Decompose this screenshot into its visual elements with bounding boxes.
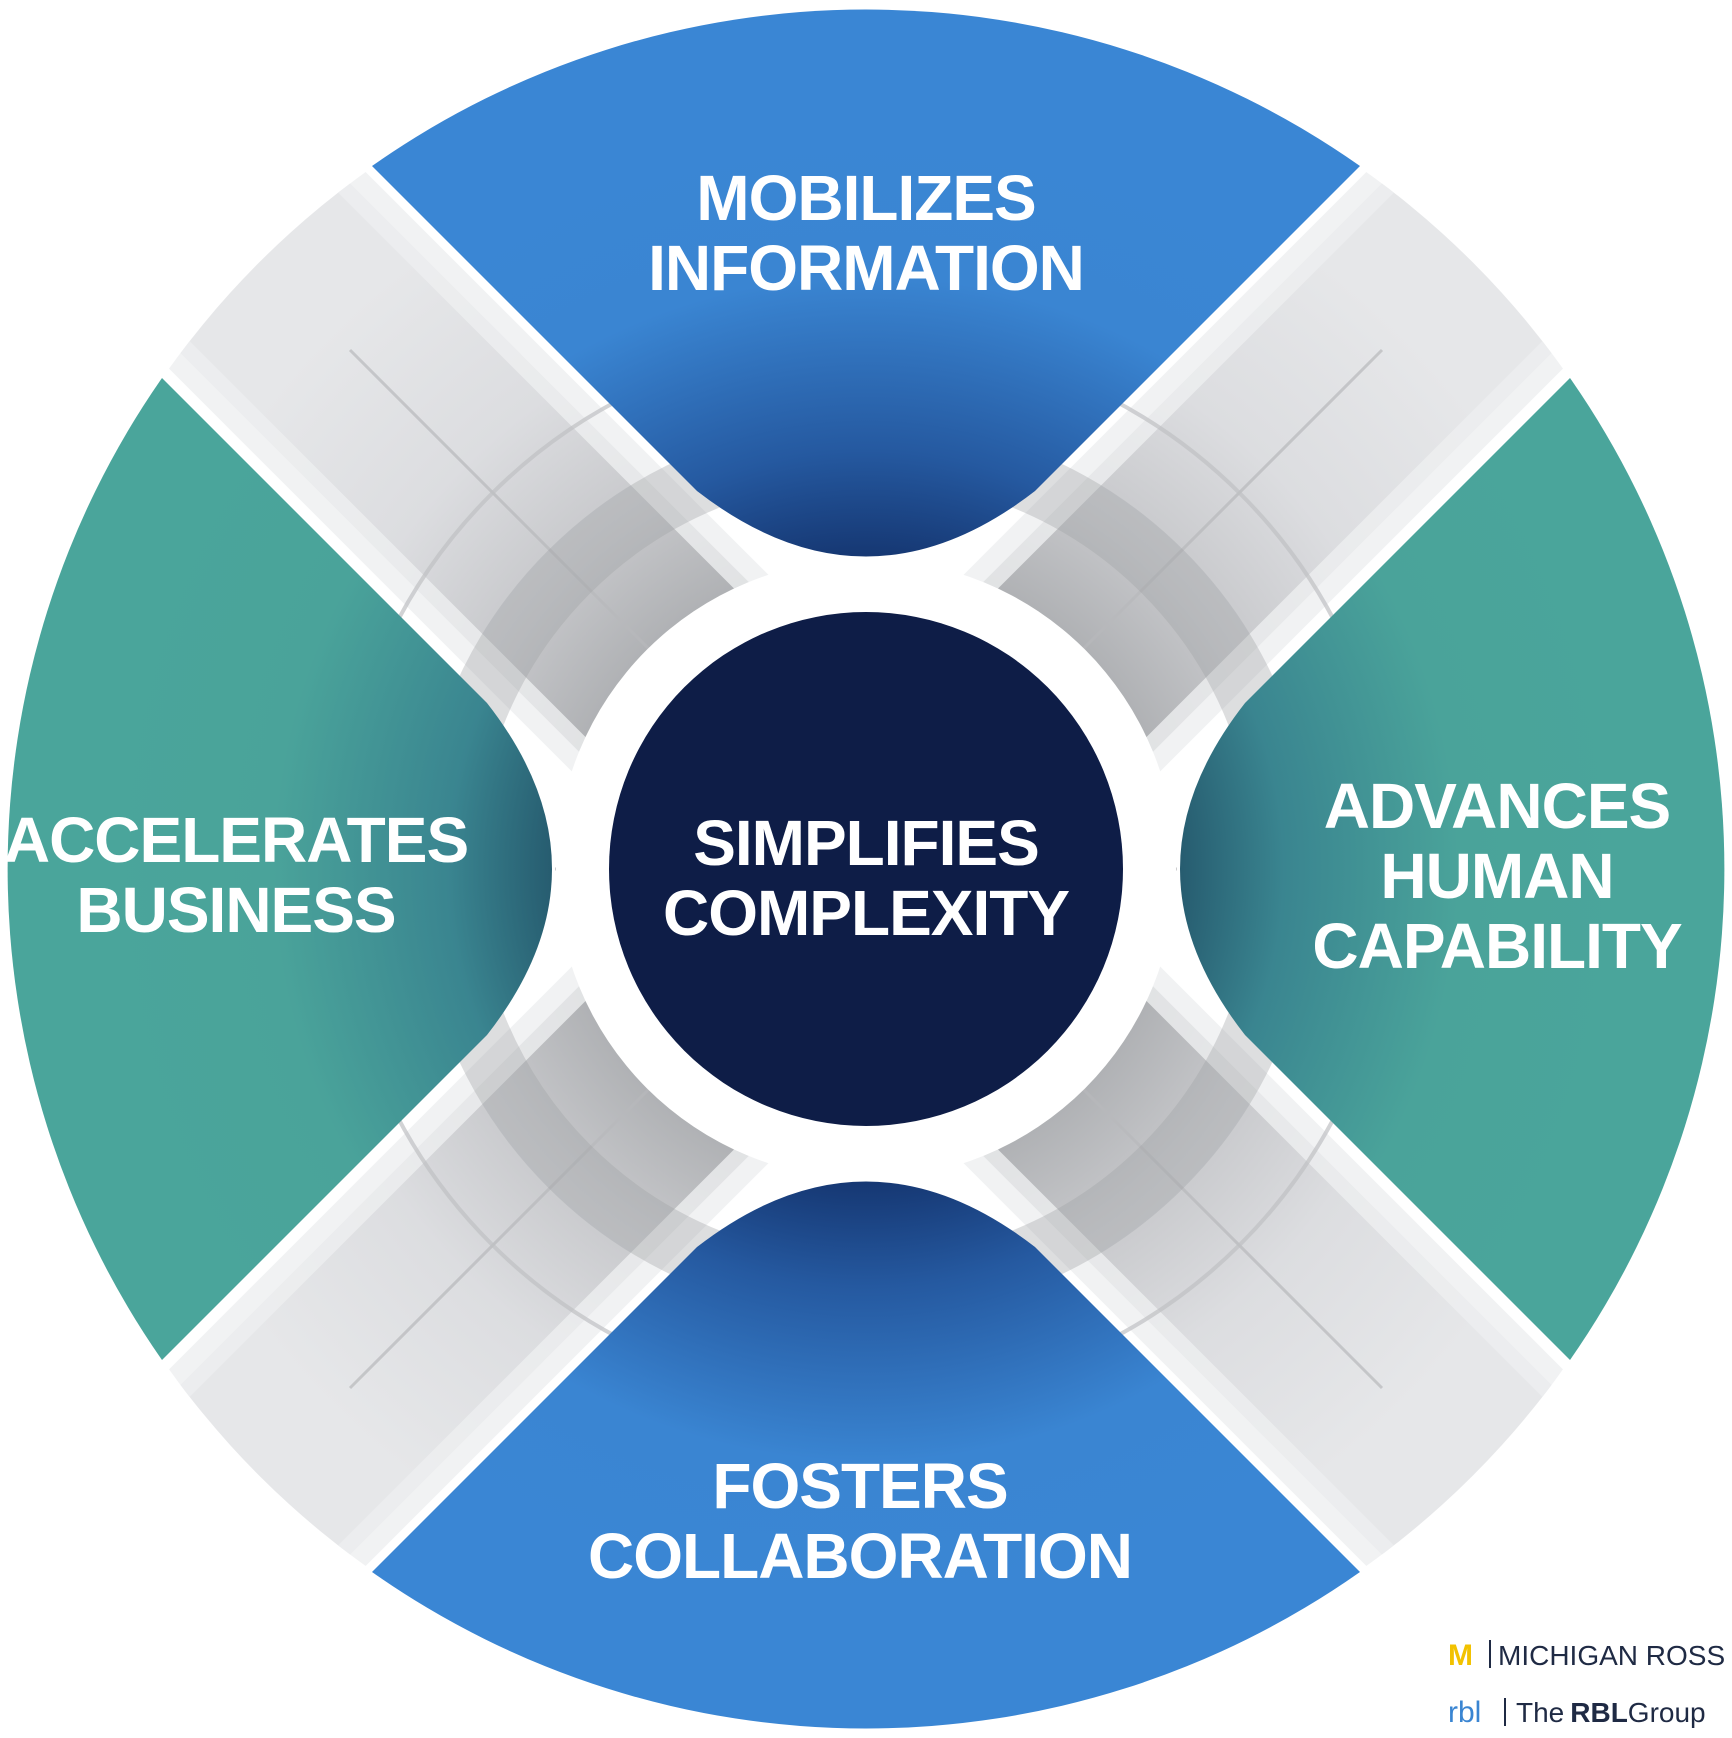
michigan-m-icon: M (1448, 1639, 1473, 1672)
rbl-mark-icon: rbl (1448, 1696, 1481, 1729)
segment-top-label-line-2: INFORMATION (648, 232, 1084, 304)
center-label-line-2: COMPLEXITY (663, 877, 1069, 949)
segment-bottom-label-line-2: COLLABORATION (588, 1520, 1132, 1592)
segment-left-label: ACCELERATES BUSINESS (4, 804, 469, 946)
segment-left-label-line-1: ACCELERATES (4, 804, 468, 876)
segment-left-label-line-2: BUSINESS (76, 874, 395, 946)
segment-left[interactable] (7, 378, 553, 1360)
michigan-ross-text: MICHIGAN ROSS (1498, 1640, 1725, 1671)
segment-right-label-line-3: CAPABILITY (1312, 910, 1682, 982)
rbl-prefix: The (1516, 1697, 1564, 1728)
center-circle[interactable] (609, 612, 1123, 1126)
segment-bottom[interactable] (372, 1181, 1360, 1729)
center-label-line-1: SIMPLIFIES (693, 807, 1039, 879)
segment-right-label-line-1: ADVANCES (1324, 770, 1670, 842)
segment-right[interactable] (1180, 378, 1725, 1360)
segment-right-label-line-2: HUMAN (1380, 840, 1613, 912)
rbl-bold: RBL (1570, 1697, 1628, 1728)
center-label: SIMPLIFIES COMPLEXITY (663, 807, 1070, 949)
segment-top-label-line-1: MOBILIZES (696, 162, 1035, 234)
segments (7, 9, 1725, 1729)
michigan-ross-logo: M MICHIGAN ROSS (1448, 1639, 1725, 1672)
segment-right-label: ADVANCES HUMAN CAPABILITY (1312, 770, 1683, 982)
segment-bottom-label-line-1: FOSTERS (712, 1450, 1007, 1522)
segment-top-label: MOBILIZES INFORMATION (648, 162, 1085, 304)
rbl-suffix: Group (1628, 1697, 1706, 1728)
segment-top[interactable] (372, 9, 1360, 557)
segment-bottom-label: FOSTERS COLLABORATION (588, 1450, 1133, 1592)
